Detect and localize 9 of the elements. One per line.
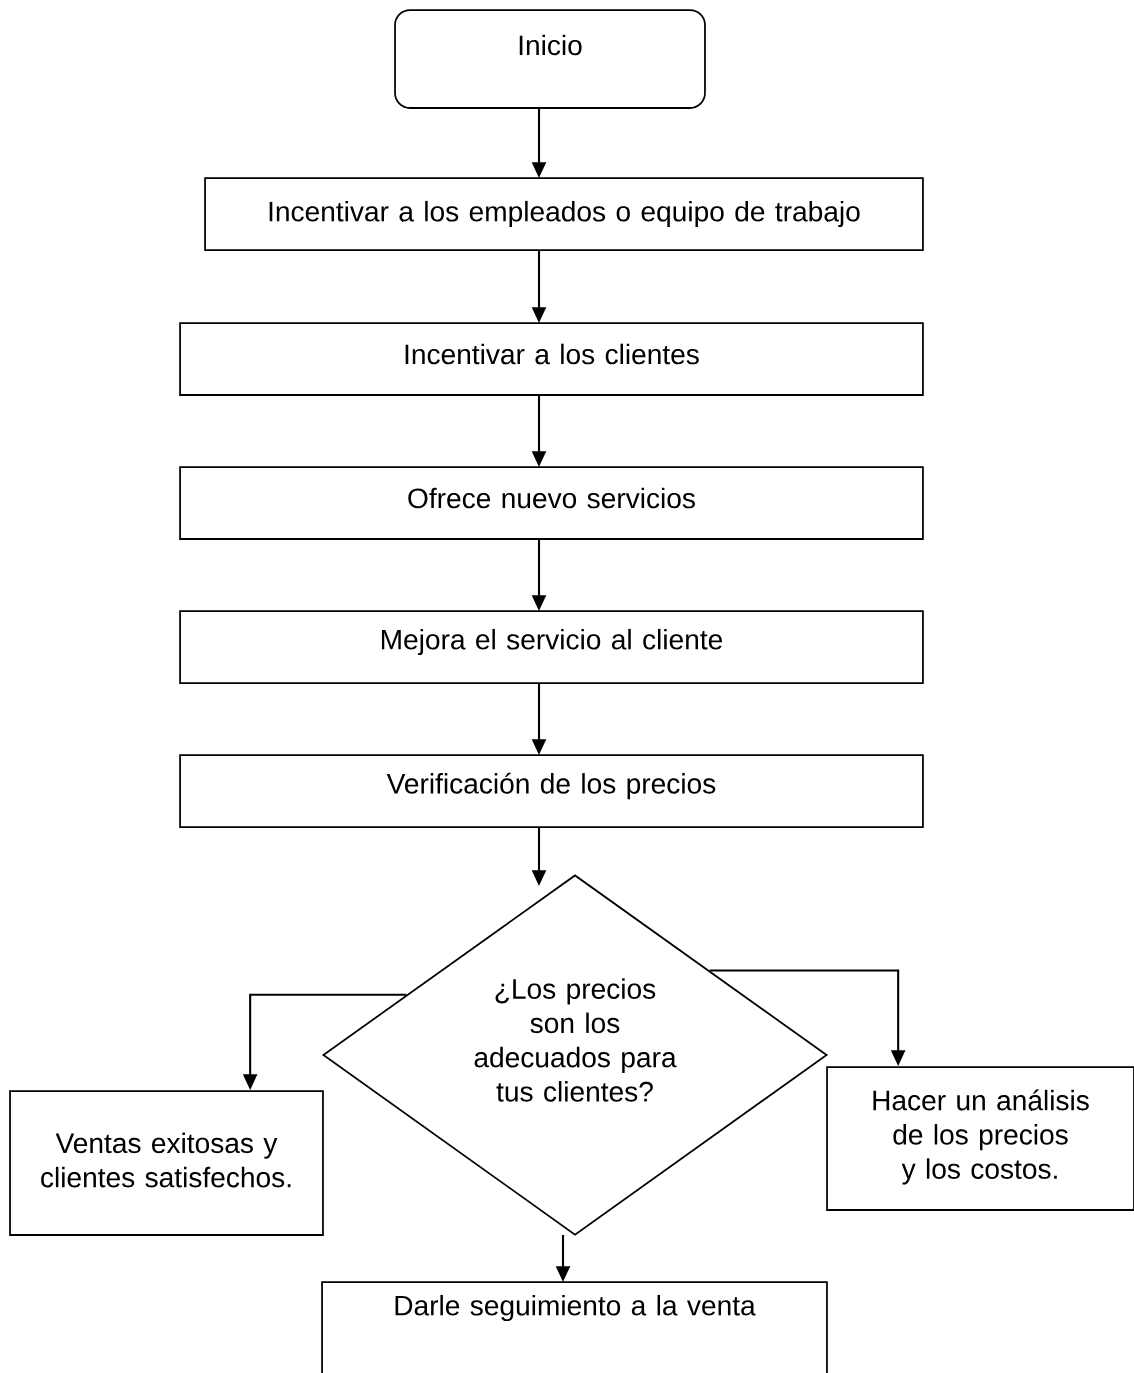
- process-box: Incentivar a los empleados o equipo de trabajo: [204, 177, 924, 251]
- process-box: Ofrece nuevo servicios: [179, 466, 924, 540]
- process-box: Verificación de los precios: [179, 754, 924, 828]
- process-box: Incentivar a los clientes: [179, 322, 924, 396]
- process-box: Ventas exitosas y clientes satisfechos.: [9, 1090, 324, 1236]
- process-box: Darle seguimiento a la venta: [321, 1281, 828, 1373]
- start-box: Inicio: [394, 9, 706, 109]
- process-box: Mejora el servicio al cliente: [179, 610, 924, 684]
- process-box: Hacer un análisis de los precios y los costos.: [826, 1066, 1134, 1211]
